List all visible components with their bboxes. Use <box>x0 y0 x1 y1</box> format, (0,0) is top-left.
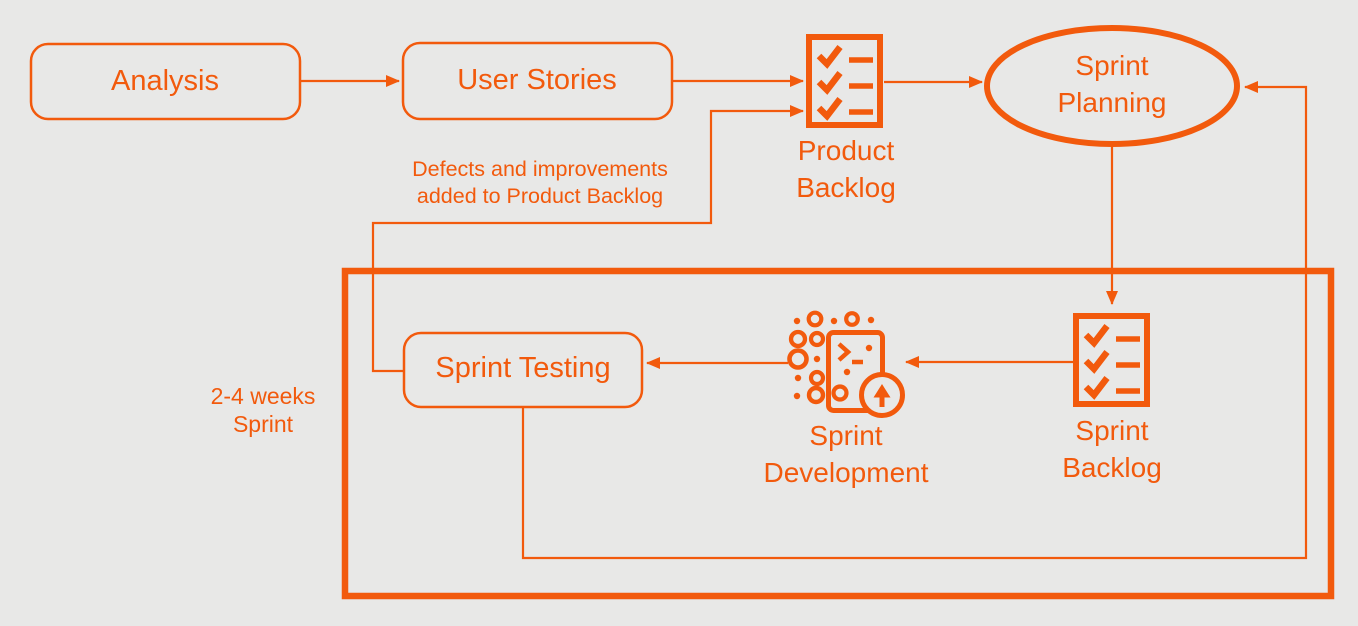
user-stories-label: User Stories <box>457 64 617 97</box>
connector-defects-feedback-to-product-backlog <box>371 105 804 373</box>
sprint-testing-label: Sprint Testing <box>435 352 611 385</box>
product-backlog-label: Product Backlog <box>796 135 896 203</box>
sprint-testing-node <box>402 331 644 409</box>
sprint-backlog-label: Sprint Backlog <box>1062 415 1162 483</box>
sprint-planning-label: Sprint Planning <box>1057 50 1167 118</box>
sprint-backlog-checklist-icon <box>1076 316 1147 404</box>
sprint-duration-note: 2-4 weeks Sprint <box>210 383 316 437</box>
product-backlog-checklist-icon <box>809 37 880 125</box>
analysis-node <box>29 42 302 121</box>
sprint-development-label: Sprint Development <box>763 420 929 488</box>
analysis-label: Analysis <box>111 65 219 98</box>
defects-note: Defects and improvements added to Produc… <box>412 157 668 208</box>
sprint-planning-node <box>984 25 1240 147</box>
sprint-boundary-box <box>341 267 1335 600</box>
user-stories-node <box>401 41 674 121</box>
code-deploy-icon <box>787 310 905 418</box>
connector-sprint-loop-to-sprint-planning <box>521 81 1308 560</box>
